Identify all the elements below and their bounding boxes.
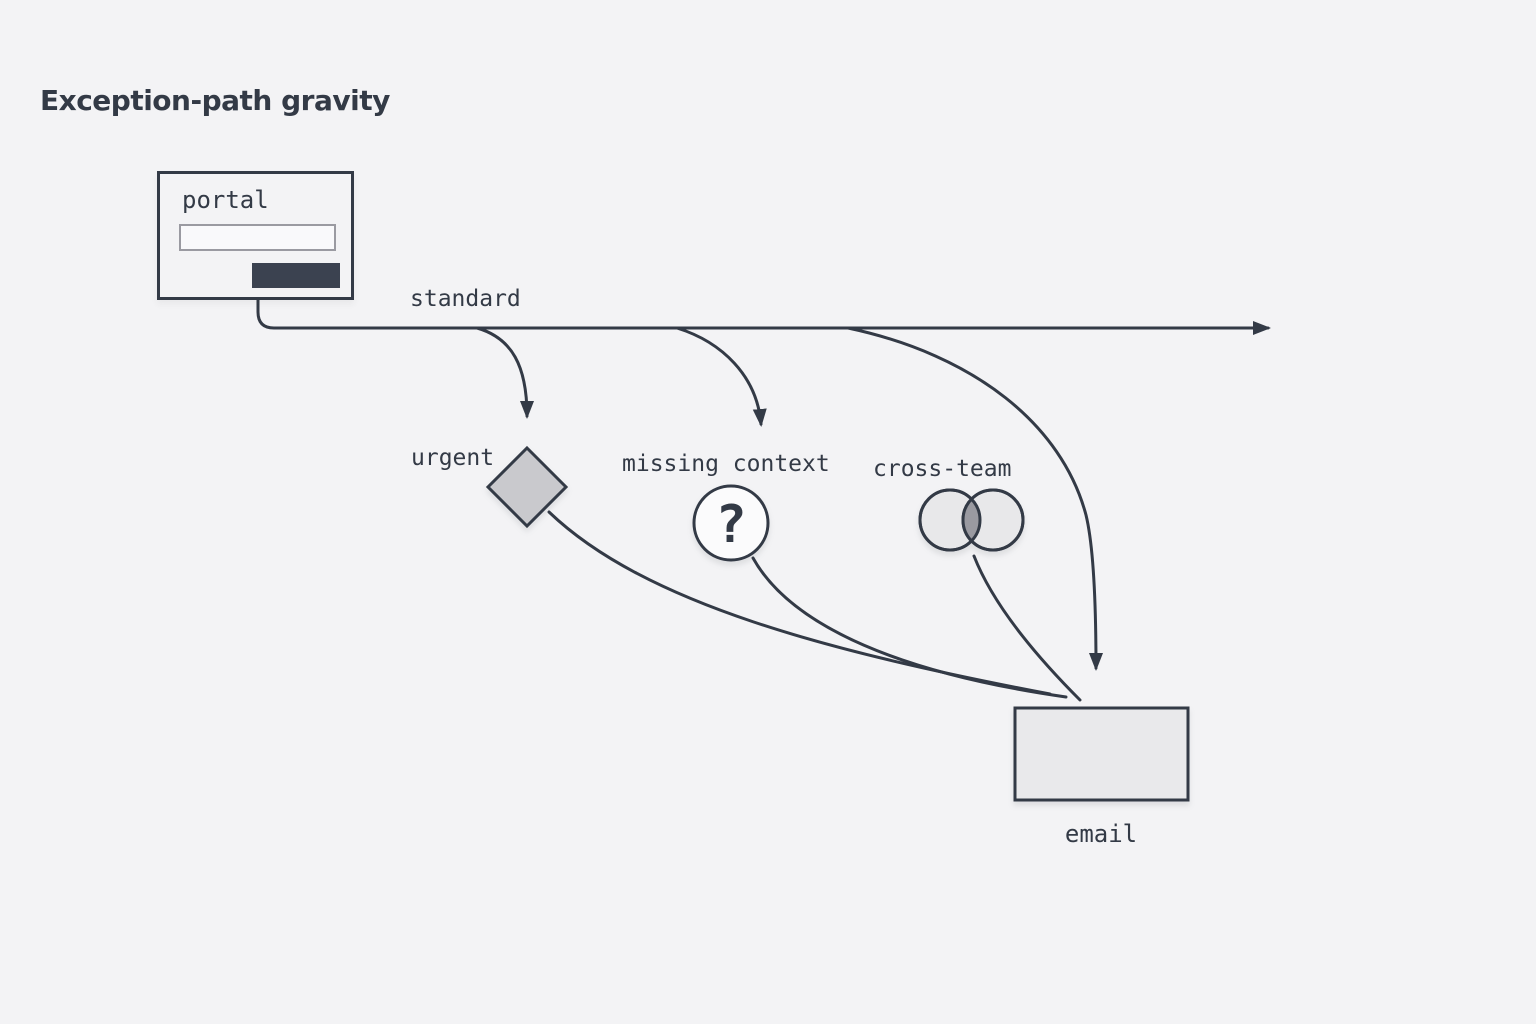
curve-missing-context-to-email bbox=[751, 556, 1068, 699]
urgent-diamond-icon bbox=[485, 445, 569, 529]
standard-path-label: standard bbox=[410, 286, 521, 312]
page-title: Exception-path gravity bbox=[40, 84, 390, 117]
missing-context-label: missing context bbox=[622, 451, 830, 477]
portal-window: portal bbox=[157, 171, 354, 300]
venn-diagram-icon bbox=[918, 488, 1025, 552]
portal-submit-button bbox=[252, 263, 340, 288]
envelope-icon bbox=[1013, 706, 1190, 802]
branch-arrow-urgent bbox=[475, 326, 534, 419]
curve-cross-team-to-email bbox=[972, 554, 1082, 702]
branch-arrow-email bbox=[846, 326, 1103, 671]
question-circle-icon: ? bbox=[692, 484, 770, 562]
cross-team-label: cross-team bbox=[873, 456, 1012, 482]
question-mark-glyph: ? bbox=[715, 495, 746, 555]
branch-arrow-missing-context bbox=[675, 326, 767, 427]
urgent-label: urgent bbox=[411, 445, 495, 471]
standard-path-arrow bbox=[256, 298, 1271, 335]
email-label: email bbox=[1064, 820, 1138, 848]
portal-label: portal bbox=[182, 186, 269, 214]
portal-input-field bbox=[179, 224, 336, 251]
